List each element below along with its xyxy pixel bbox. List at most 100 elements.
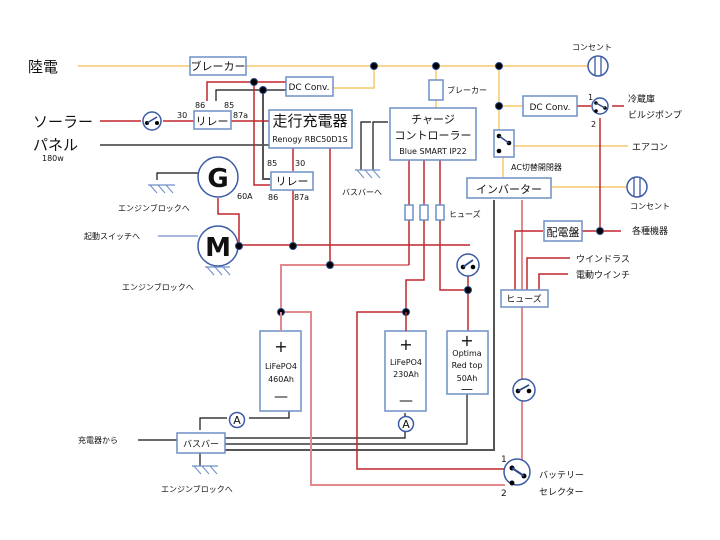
- dc-converter-left: DC Conv.: [285, 76, 334, 97]
- battery-230-minus: —: [399, 393, 413, 409]
- solar-switch: [142, 111, 162, 131]
- distribution-panel: 配電盤: [543, 220, 583, 242]
- dc-selector-switch: 1 2: [588, 93, 609, 129]
- inverter: インバーター: [466, 177, 552, 199]
- battery-lifepo4-460: + LiFePO4 460Ah —: [259, 330, 302, 412]
- dc-selector-pos-1: 1: [588, 93, 593, 102]
- charge-controller: チャージ コントローラー Blue SMART IP22: [389, 107, 477, 161]
- battery-optima-chem: Optima: [452, 349, 482, 358]
- battery-460-capacity: 460Ah: [268, 375, 294, 384]
- to-busbar-label: バスバーへ: [342, 188, 382, 197]
- bilge-pump-label: ビルジポンプ: [628, 110, 682, 121]
- fuse-box-label: ヒューズ: [506, 293, 542, 305]
- battery-optima: + Optima Red top 50Ah —: [446, 330, 489, 396]
- ammeter-460-symbol: A: [233, 414, 241, 427]
- breaker-charge-controller: ブレーカー: [428, 79, 487, 101]
- engine-block-label-3: エンジンブロックへ: [161, 484, 233, 494]
- breaker-main: ブレーカー: [189, 56, 247, 76]
- charge-controller-fuses: ヒューズ: [404, 204, 481, 221]
- fuse-box: ヒューズ: [500, 289, 549, 308]
- relay-bottom-label: リレー: [276, 175, 309, 188]
- fridge-label: 冷蔵庫: [628, 93, 655, 105]
- dc-selector-pos-2: 2: [591, 120, 596, 129]
- battery-230-capacity: 230Ah: [393, 370, 419, 379]
- battery-460-chem: LiFePO4: [265, 362, 297, 371]
- battery-460-minus: —: [274, 389, 288, 405]
- solar-label-1: ソーラー: [33, 113, 93, 131]
- fuse-label: ヒューズ: [449, 209, 481, 219]
- dc-dc-charger-title: 走行充電器: [272, 112, 347, 130]
- start-switch-label: 起動スイッチへ: [84, 232, 140, 241]
- ammeter-230-symbol: A: [402, 418, 410, 431]
- fuse-box-switch: [512, 378, 536, 402]
- battery-230-plus: +: [399, 335, 412, 354]
- ammeter-230: A: [397, 415, 415, 433]
- battery-terminals: [280, 312, 407, 331]
- optima-switch: [456, 253, 480, 277]
- dc-positive-wiring: [100, 81, 624, 486]
- relay-bottom: リレー 85 30 86 87a: [267, 159, 314, 202]
- windlass-label: ウインドラス: [576, 254, 630, 265]
- battery-460-plus: +: [274, 337, 287, 356]
- aircon-label: エアコン: [632, 143, 668, 153]
- battery-selector: 1 2 バッテリー セレクター: [501, 455, 584, 499]
- battery-optima-capacity: 50Ah: [457, 374, 478, 383]
- negative-wiring: [100, 89, 495, 466]
- distribution-panel-label: 配電盤: [547, 226, 580, 239]
- battery-optima-chem2: Red top: [452, 361, 483, 370]
- dc-converter-left-label: DC Conv.: [288, 83, 329, 93]
- ammeter-460: A: [228, 411, 246, 429]
- battery-optima-minus: —: [461, 382, 473, 396]
- battery-optima-plus: +: [460, 331, 473, 350]
- relay-top: リレー 30 86 85 87a: [177, 101, 248, 130]
- engine-block-label-1: エンジンブロックへ: [118, 203, 190, 213]
- ac-transfer-switch: AC切替開閉器: [493, 129, 562, 172]
- selector-pos-2: 2: [501, 489, 507, 499]
- ac-switch-label: AC切替開閉器: [511, 162, 562, 172]
- relay-bottom-pin-85: 85: [267, 159, 277, 168]
- alternator: G 60A: [197, 156, 253, 201]
- winch-label: 電動ウインチ: [576, 270, 630, 281]
- alternator-amp: 60A: [237, 192, 253, 201]
- dc-converter-right-label: DC Conv.: [529, 103, 570, 113]
- engine-block-label-2: エンジンブロックへ: [122, 282, 194, 292]
- selector-pos-1: 1: [501, 455, 507, 465]
- dc-dc-charger-model: Renogy RBC50D1S: [272, 135, 347, 144]
- solar-watt: 180w: [42, 154, 64, 163]
- relay-top-pin-85: 85: [224, 101, 234, 110]
- ground-alternator: [148, 184, 175, 194]
- charge-controller-title-2: コントローラー: [395, 129, 472, 142]
- solar-label-2: パネル: [33, 136, 78, 154]
- busbar-label: バスバー: [183, 439, 219, 450]
- relay-top-pin-86: 86: [195, 101, 205, 110]
- breaker-main-label: ブレーカー: [191, 59, 246, 73]
- various-devices-label: 各種機器: [632, 225, 668, 237]
- battery-230-chem: LiFePO4: [390, 358, 422, 367]
- breaker-cc-label: ブレーカー: [447, 85, 487, 95]
- relay-bottom-pin-87a: 87a: [294, 193, 309, 202]
- dc-converter-right: DC Conv.: [522, 95, 578, 117]
- ac-wiring: [78, 65, 628, 188]
- outlet-mid: [626, 176, 648, 198]
- outlet-top: [587, 55, 609, 77]
- busbar: バスバー: [176, 432, 226, 454]
- relay-bottom-pin-30: 30: [295, 159, 305, 168]
- battery-lifepo4-230: + LiFePO4 230Ah —: [384, 330, 427, 412]
- inverter-label: インバーター: [476, 183, 542, 196]
- battery-selector-label-1: バッテリー: [539, 470, 584, 481]
- ground-busbar: [192, 465, 218, 475]
- ground-busbar-charger: [355, 169, 381, 179]
- outlet-mid-label: コンセント: [630, 202, 670, 211]
- relay-top-pin-87a: 87a: [233, 111, 248, 120]
- battery-selector-label-2: セレクター: [539, 487, 584, 498]
- dc-dc-charger: 走行充電器 Renogy RBC50D1S: [268, 109, 353, 149]
- relay-bottom-pin-86: 86: [268, 193, 278, 202]
- alternator-symbol: G: [207, 164, 228, 194]
- shore-power-label: 陸電: [28, 58, 58, 76]
- starter-symbol: M: [205, 233, 231, 263]
- junction-dots: [235, 62, 604, 316]
- outlet-top-label: コンセント: [572, 43, 612, 52]
- relay-top-pin-30: 30: [177, 111, 187, 120]
- charge-controller-title-1: チャージ: [411, 113, 455, 126]
